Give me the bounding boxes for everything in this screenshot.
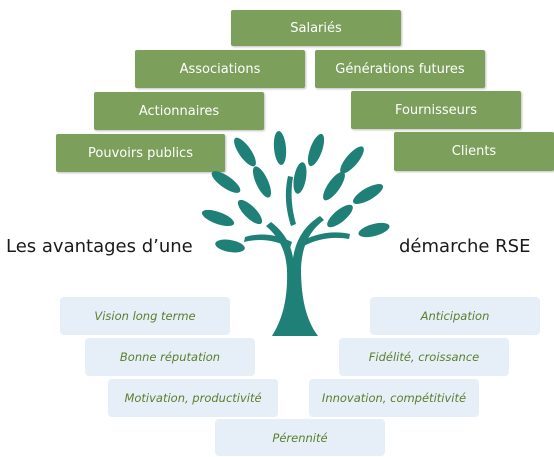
headline-left: Les avantages d’une — [6, 236, 193, 257]
benefit-anticipation: Anticipation — [370, 297, 540, 335]
stakeholder-actionnaires: Actionnaires — [94, 92, 264, 130]
stakeholder-salaries: Salariés — [231, 10, 401, 46]
benefit-fidelite-croissance: Fidélité, croissance — [339, 338, 509, 376]
headline-right: démarche RSE — [399, 236, 531, 257]
stakeholder-pouvoirs-publics: Pouvoirs publics — [56, 134, 225, 172]
tree-illustration — [201, 131, 390, 336]
stakeholder-clients: Clients — [394, 132, 554, 171]
benefit-vision-long-terme: Vision long terme — [60, 297, 230, 335]
benefit-motivation-productivite: Motivation, productivité — [108, 379, 278, 417]
benefit-innovation-competitivite: Innovation, compétitivité — [309, 379, 479, 417]
stakeholder-associations: Associations — [135, 50, 305, 88]
stakeholder-fournisseurs: Fournisseurs — [351, 91, 521, 129]
benefit-perennite: Pérennité — [215, 419, 385, 456]
stakeholder-generations-futures: Générations futures — [315, 50, 485, 88]
benefit-bonne-reputation: Bonne réputation — [85, 338, 255, 376]
